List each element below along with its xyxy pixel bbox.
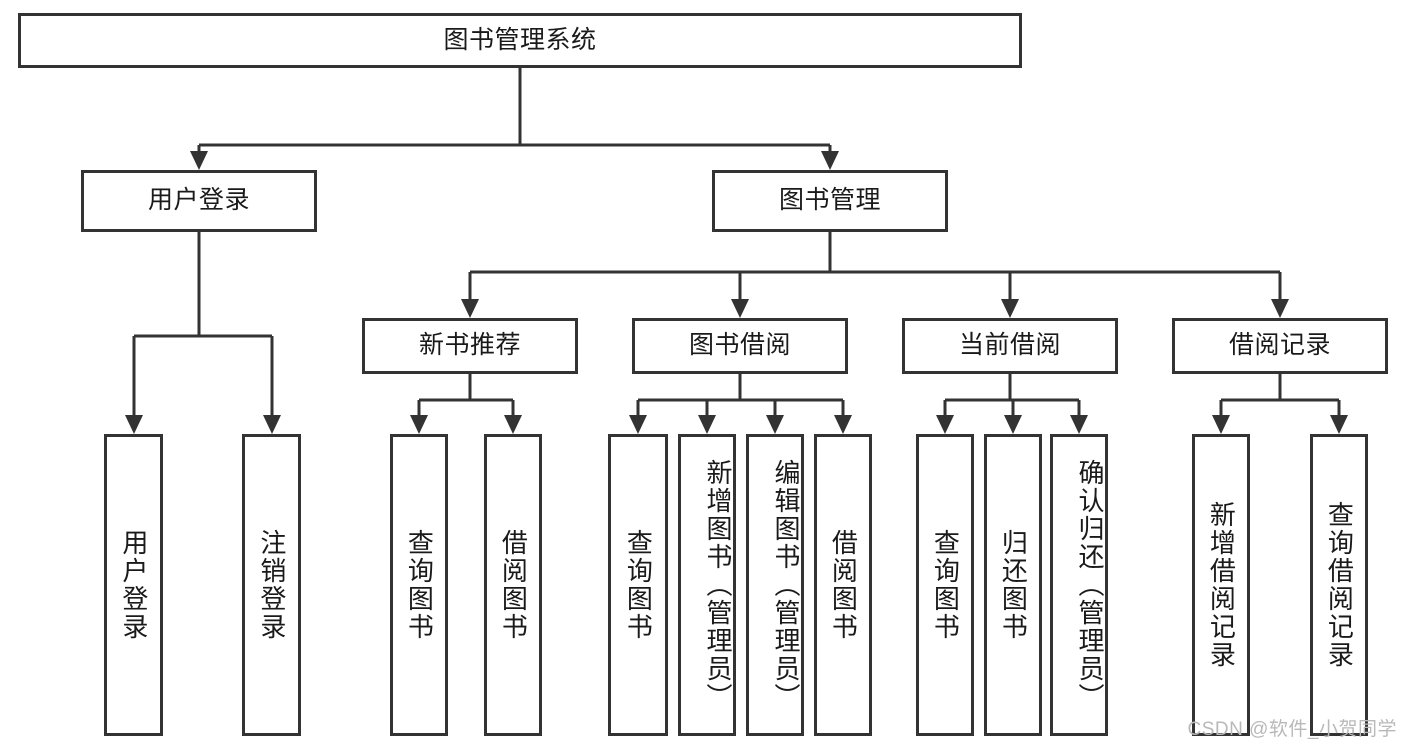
node-book-borrow[interactable]: 图书借阅 bbox=[632, 318, 848, 374]
node-leaf-user-login[interactable]: 用户登录 bbox=[104, 434, 163, 736]
node-label-leaf-edit-book: 编辑图书（管理员） bbox=[771, 459, 801, 711]
node-label-leaf-query-book-2: 查询图书 bbox=[623, 529, 654, 641]
node-user-login[interactable]: 用户登录 bbox=[81, 170, 317, 232]
node-leaf-user-logout[interactable]: 注销登录 bbox=[242, 434, 301, 736]
arrowhead-icon bbox=[190, 151, 208, 170]
arrowhead-icon bbox=[629, 415, 647, 434]
node-borrow-record[interactable]: 借阅记录 bbox=[1172, 318, 1388, 374]
arrowhead-icon bbox=[504, 415, 522, 434]
node-leaf-query-record[interactable]: 查询借阅记录 bbox=[1310, 434, 1368, 736]
node-label-leaf-borrow-book-2: 借阅图书 bbox=[828, 529, 859, 641]
node-label-book-borrow: 图书借阅 bbox=[688, 331, 791, 360]
node-root[interactable]: 图书管理系统 bbox=[18, 13, 1022, 68]
node-leaf-borrow-book-1[interactable]: 借阅图书 bbox=[484, 434, 542, 736]
node-leaf-confirm-return[interactable]: 确认归还（管理员） bbox=[1050, 434, 1108, 736]
node-leaf-edit-book[interactable]: 编辑图书（管理员） bbox=[746, 434, 804, 736]
arrowhead-icon bbox=[731, 299, 749, 318]
node-label-borrow-record: 借阅记录 bbox=[1228, 331, 1331, 360]
node-label-new-book-rec: 新书推荐 bbox=[418, 331, 521, 360]
node-label-leaf-add-record: 新增借阅记录 bbox=[1206, 501, 1237, 669]
node-label-leaf-user-logout: 注销登录 bbox=[256, 529, 287, 641]
node-book-manage[interactable]: 图书管理 bbox=[712, 170, 948, 232]
node-label-leaf-borrow-book-1: 借阅图书 bbox=[498, 529, 529, 641]
arrowhead-icon bbox=[263, 415, 281, 434]
node-label-leaf-user-login: 用户登录 bbox=[118, 529, 149, 641]
arrowhead-icon bbox=[834, 415, 852, 434]
arrowhead-icon bbox=[698, 415, 716, 434]
node-leaf-return-book[interactable]: 归还图书 bbox=[984, 434, 1042, 736]
arrowhead-icon bbox=[461, 299, 479, 318]
node-label-leaf-query-book-3: 查询图书 bbox=[930, 529, 961, 641]
node-current-borrow[interactable]: 当前借阅 bbox=[902, 318, 1118, 374]
arrowhead-icon bbox=[1070, 415, 1088, 434]
node-leaf-add-record[interactable]: 新增借阅记录 bbox=[1192, 434, 1250, 736]
arrowhead-icon bbox=[936, 415, 954, 434]
node-leaf-query-book-2[interactable]: 查询图书 bbox=[608, 434, 668, 736]
watermark-label: CSDN @软件_小贺同学 bbox=[1187, 719, 1397, 740]
node-leaf-query-book-1[interactable]: 查询图书 bbox=[390, 434, 448, 736]
node-new-book-rec[interactable]: 新书推荐 bbox=[362, 318, 578, 374]
arrowhead-icon bbox=[1001, 299, 1019, 318]
arrowhead-icon bbox=[1004, 415, 1022, 434]
node-label-user-login: 用户登录 bbox=[147, 186, 250, 215]
node-leaf-borrow-book-2[interactable]: 借阅图书 bbox=[814, 434, 872, 736]
node-leaf-query-book-3[interactable]: 查询图书 bbox=[916, 434, 974, 736]
arrowhead-icon bbox=[1330, 415, 1348, 434]
arrowhead-icon bbox=[410, 415, 428, 434]
arrowhead-icon bbox=[766, 415, 784, 434]
node-label-current-borrow: 当前借阅 bbox=[958, 331, 1061, 360]
node-label-leaf-return-book: 归还图书 bbox=[998, 529, 1029, 641]
node-label-leaf-confirm-return: 确认归还（管理员） bbox=[1075, 459, 1105, 711]
arrowhead-icon bbox=[1271, 299, 1289, 318]
node-label-leaf-query-record: 查询借阅记录 bbox=[1324, 501, 1355, 669]
node-leaf-add-book[interactable]: 新增图书（管理员） bbox=[678, 434, 736, 736]
node-label-book-manage: 图书管理 bbox=[778, 186, 881, 215]
node-label-leaf-add-book: 新增图书（管理员） bbox=[703, 459, 733, 711]
arrowhead-icon bbox=[125, 415, 143, 434]
arrowhead-icon bbox=[1212, 415, 1230, 434]
node-label-leaf-query-book-1: 查询图书 bbox=[404, 529, 435, 641]
arrowhead-icon bbox=[821, 151, 839, 170]
node-label-root: 图书管理系统 bbox=[443, 25, 597, 54]
